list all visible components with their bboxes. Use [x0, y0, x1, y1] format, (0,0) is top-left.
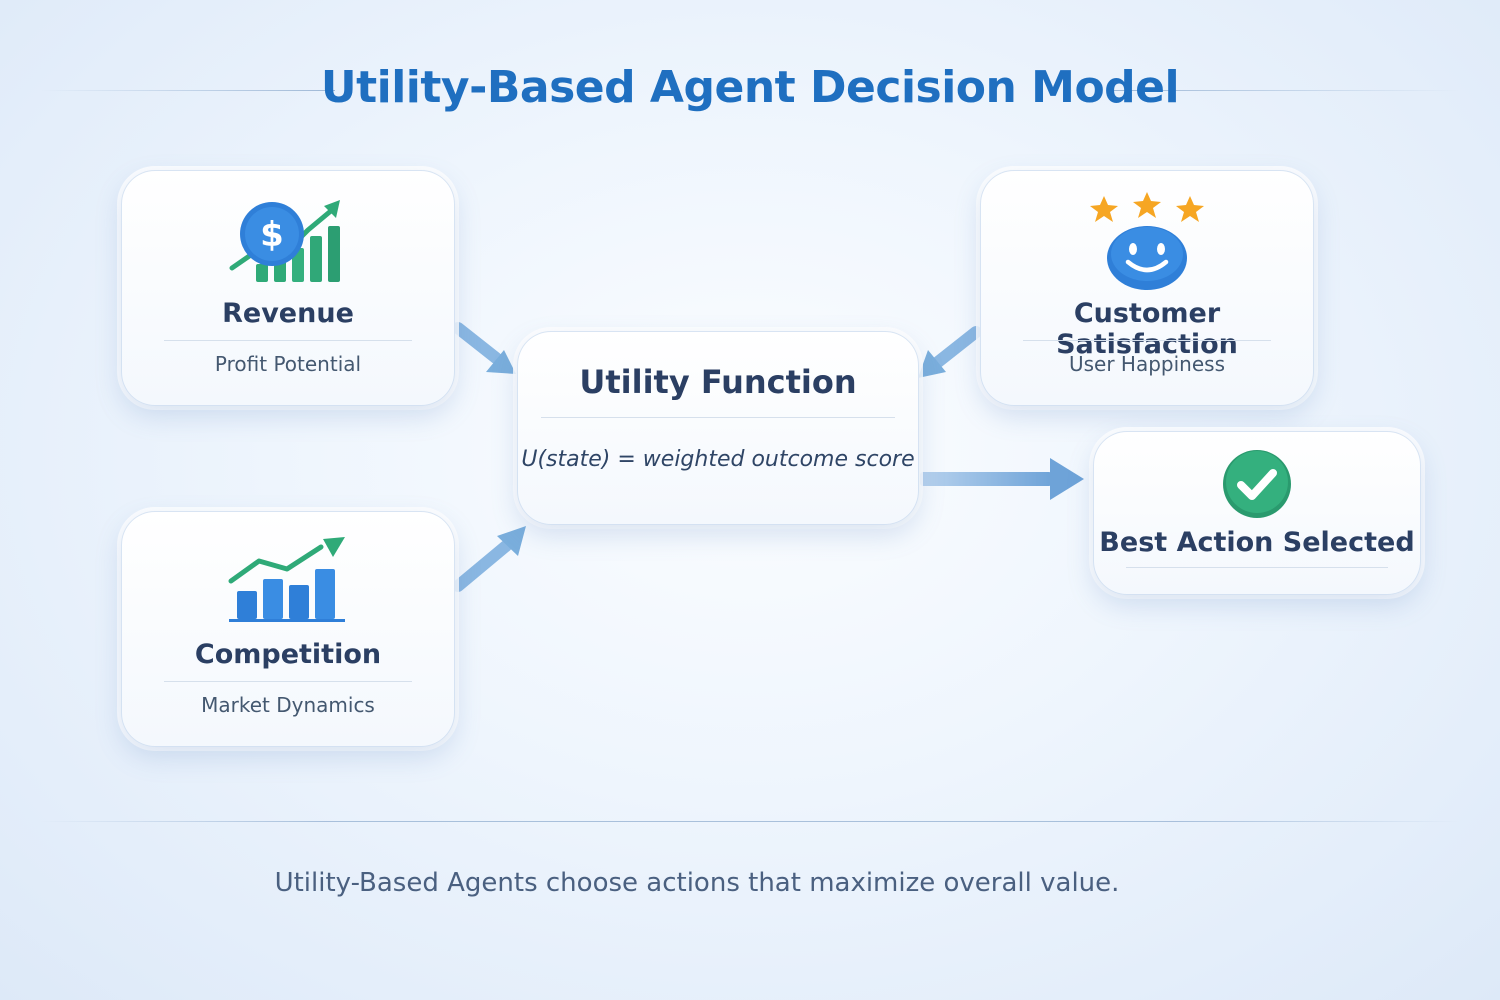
node-sublabel: User Happiness	[1068, 352, 1225, 376]
market-chart-icon	[228, 537, 345, 622]
title-rule-right	[1110, 90, 1460, 91]
node-divider	[541, 417, 895, 418]
edge-revenue-to-utility	[452, 322, 516, 374]
node-divider	[164, 340, 412, 341]
node-label: Customer Satisfaction	[1056, 298, 1238, 360]
edge-satisfaction-to-utility	[918, 326, 982, 378]
revenue-growth-icon: $	[229, 200, 340, 282]
node-label: Competition	[194, 639, 382, 670]
node-label: Best Action Selected	[1099, 527, 1415, 558]
node-divider	[1125, 567, 1389, 568]
node-customer-satisfaction: Customer Satisfaction User Happiness	[980, 170, 1314, 406]
node-label: Utility Function	[579, 363, 857, 401]
title-rule-left	[40, 90, 335, 91]
footer-rule	[40, 821, 1460, 822]
edge-competition-to-utility	[452, 526, 526, 592]
node-label: Revenue	[222, 298, 354, 329]
star-icon	[1090, 192, 1204, 222]
smiley-stars-icon	[1090, 192, 1204, 290]
utility-formula: U(state) = weighted outcome score	[521, 447, 915, 472]
node-revenue: $ Revenue Profit Potential	[121, 170, 455, 406]
node-utility-function: Utility Function U(state) = weighted out…	[517, 331, 919, 525]
page-title: Utility-Based Agent Decision Model	[320, 62, 1180, 113]
node-sublabel: Profit Potential	[214, 352, 362, 376]
edge-utility-to-best-action	[920, 458, 1084, 500]
node-sublabel: Market Dynamics	[201, 693, 375, 717]
svg-text:$: $	[260, 215, 284, 255]
checkmark-icon	[1223, 450, 1291, 518]
footer-caption: Utility-Based Agents choose actions that…	[274, 868, 1120, 898]
node-best-action: Best Action Selected	[1093, 431, 1421, 595]
node-competition: Competition Market Dynamics	[121, 511, 455, 747]
node-divider	[1023, 340, 1271, 341]
node-divider	[164, 681, 412, 682]
